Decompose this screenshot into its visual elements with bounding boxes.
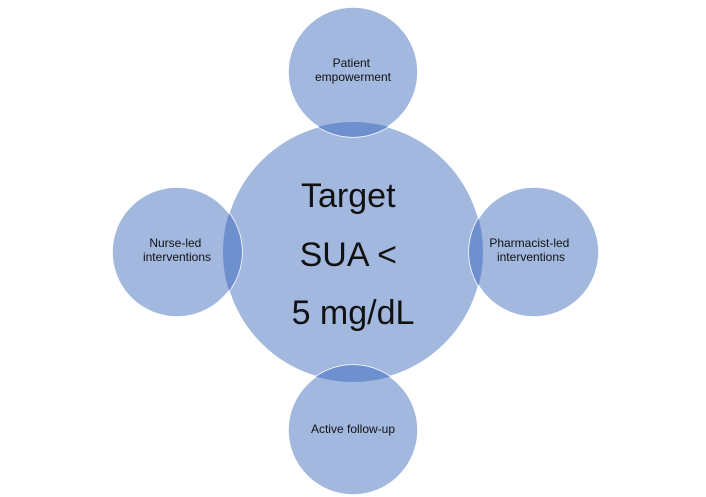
center-label-line: SUA < [300, 236, 397, 274]
center-label-line: 5 mg/dL [292, 294, 415, 332]
bottom-label: Active follow-up [311, 422, 395, 436]
left-label-line: interventions [143, 250, 211, 264]
center-label-line: Target [301, 177, 396, 215]
left-label: Nurse-led interventions [143, 236, 211, 264]
left-label-line: Nurse-led [149, 236, 201, 250]
right-label-line: interventions [497, 250, 565, 264]
center-label: Target SUA < 5 mg/dL [292, 177, 415, 332]
top-label-line: Patient [333, 56, 371, 70]
top-label: Patient empowerment [315, 56, 392, 84]
bottom-label-line: Active follow-up [311, 422, 395, 436]
top-label-line: empowerment [315, 70, 392, 84]
right-label-line: Pharmacist-led [489, 236, 569, 250]
right-label: Pharmacist-led interventions [489, 236, 572, 264]
